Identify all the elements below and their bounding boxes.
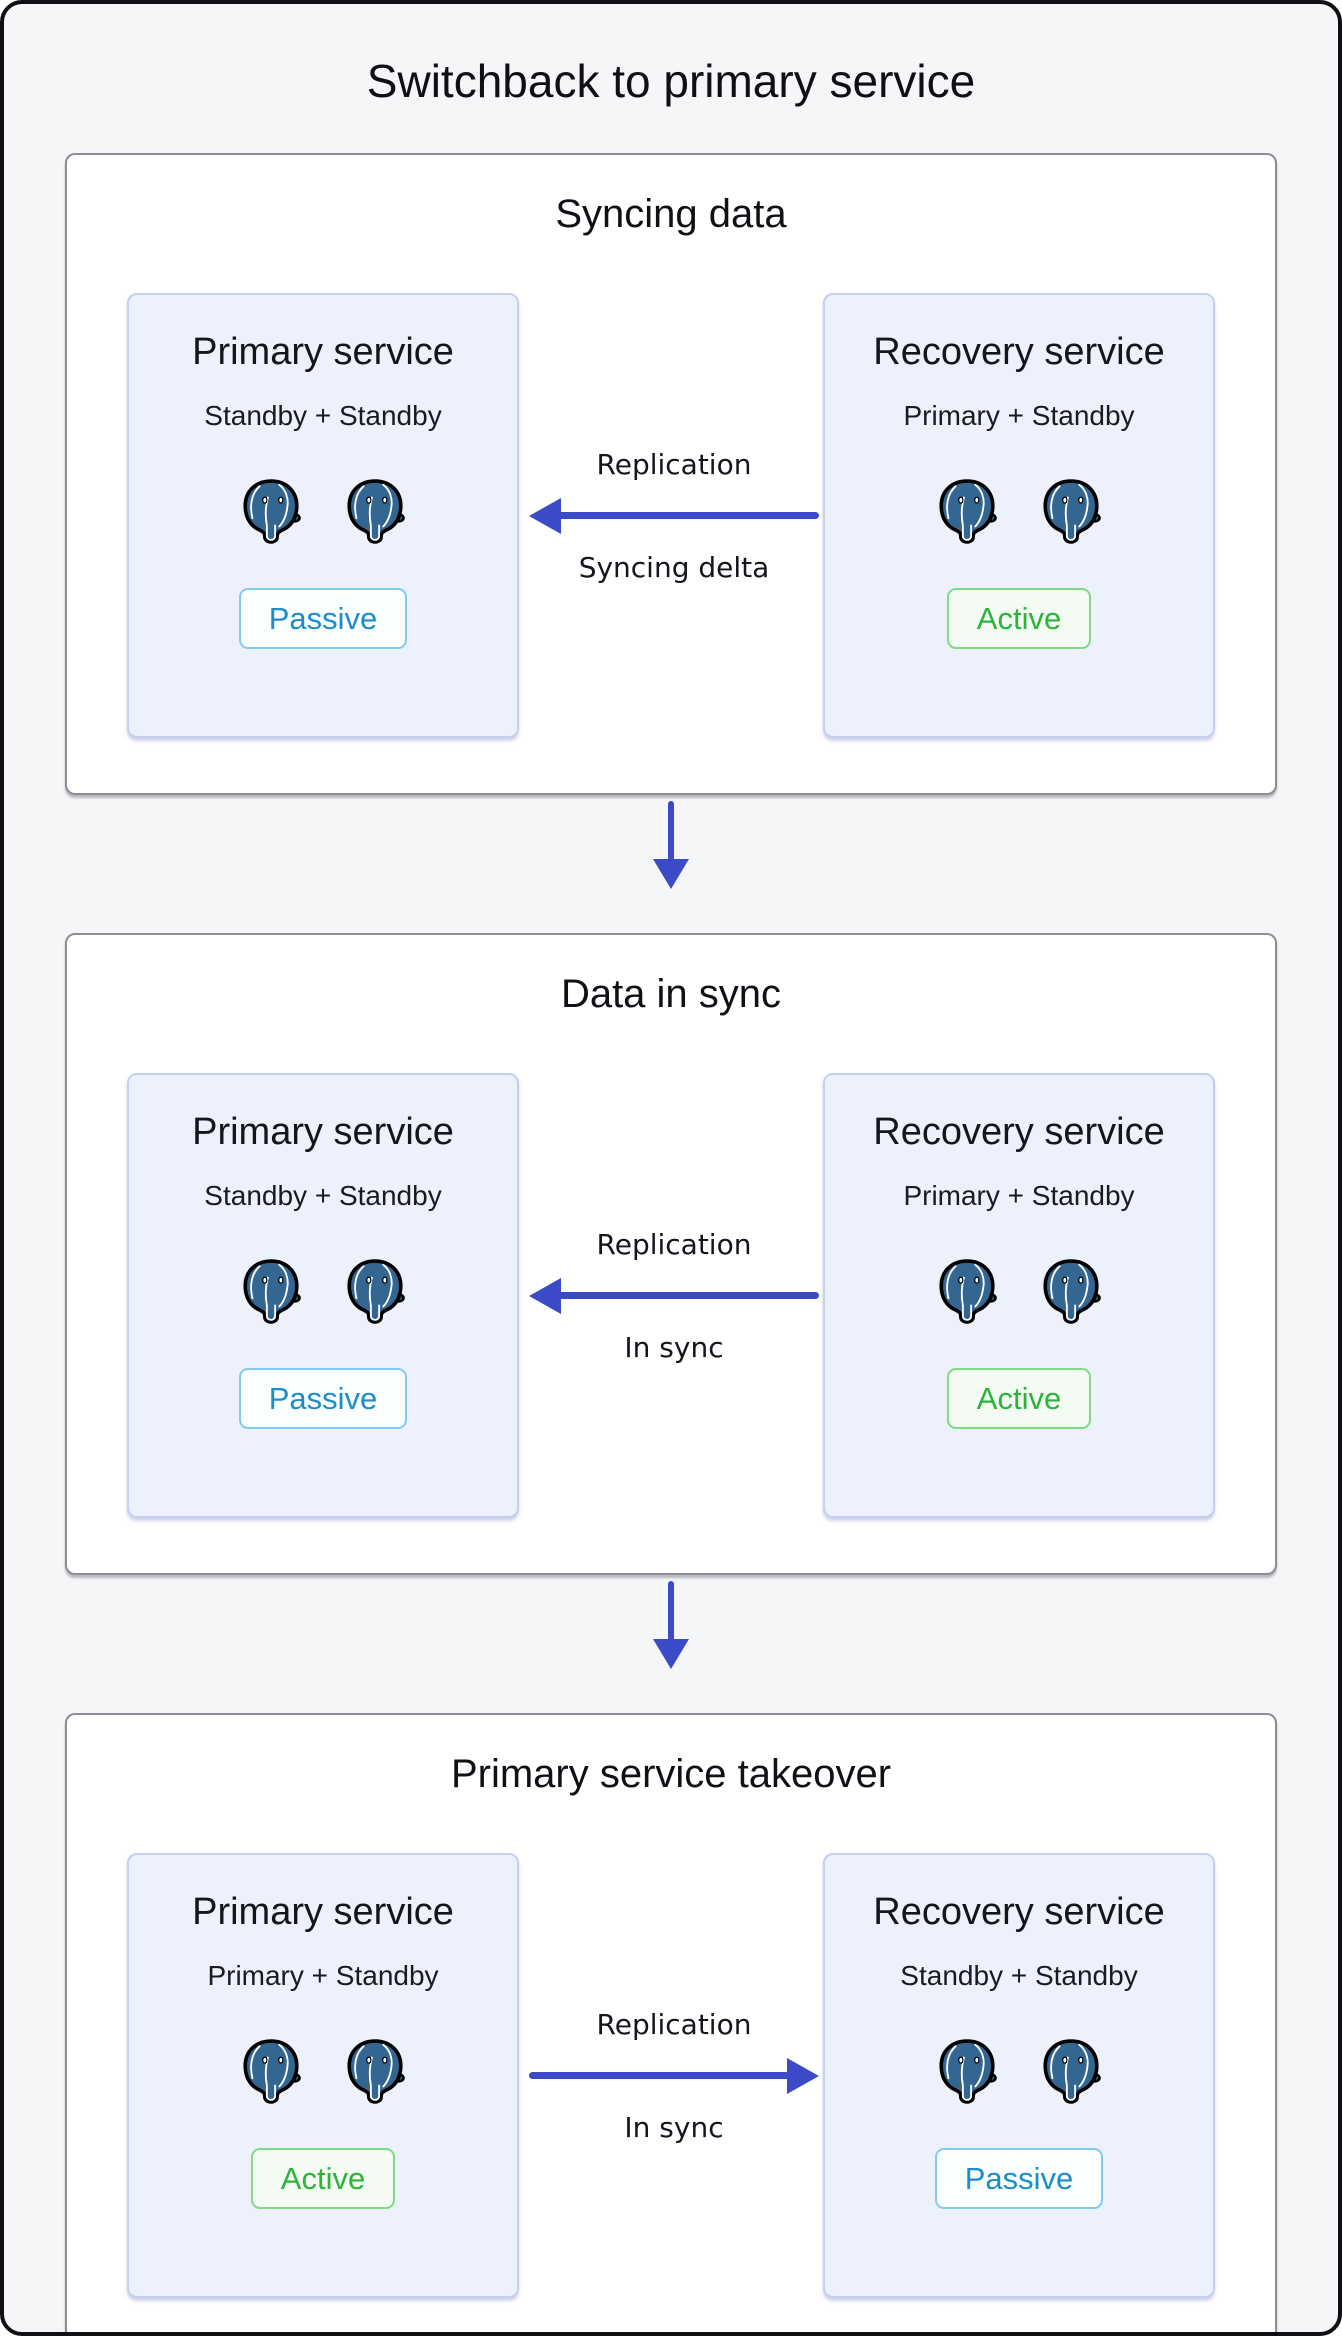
status-badge: Active: [250, 2148, 396, 2210]
status-badge: Passive: [238, 1368, 408, 1430]
replication-flow: Replication Syncing delta: [519, 293, 823, 738]
status-badge: Active: [946, 588, 1092, 650]
flow-down-arrow: [653, 1581, 689, 1670]
database-icons: [238, 2038, 408, 2104]
section-content-row: Primary service Standby + Standby Passiv…: [127, 293, 1215, 739]
card-title: Recovery service: [873, 1111, 1165, 1154]
replication-flow: Replication In sync: [519, 1073, 823, 1518]
card-title: Primary service: [192, 331, 454, 374]
postgresql-elephant-icon: [934, 1258, 1000, 1324]
arrow-head-icon: [529, 1277, 561, 1314]
arrow-head-icon: [653, 859, 689, 890]
arrow-shaft: [557, 1291, 819, 1299]
primary-service-card: Primary service Standby + Standby Passiv…: [127, 293, 519, 739]
arrow-head-icon: [529, 497, 561, 534]
replication-flow: Replication In sync: [519, 1853, 823, 2298]
replication-arrow-right: [529, 2057, 819, 2095]
card-subtitle: Primary + Standby: [903, 400, 1135, 432]
flow-down-arrow: [653, 801, 689, 890]
postgresql-elephant-icon: [934, 2038, 1000, 2104]
card-subtitle: Standby + Standby: [204, 1180, 442, 1212]
postgresql-elephant-icon: [1038, 2038, 1104, 2104]
postgresql-elephant-icon: [1038, 1258, 1104, 1324]
postgresql-elephant-icon: [238, 478, 304, 544]
database-icons: [934, 2038, 1104, 2104]
database-icons: [934, 478, 1104, 544]
page-title: Switchback to primary service: [366, 55, 976, 107]
arrow-shaft: [529, 2071, 791, 2079]
arrow-bottom-label: In sync: [624, 2110, 724, 2144]
postgresql-elephant-icon: [238, 2038, 304, 2104]
primary-service-card: Primary service Standby + Standby Passiv…: [127, 1073, 519, 1519]
status-badge: Passive: [934, 2148, 1104, 2210]
arrow-top-label: Replication: [596, 447, 752, 481]
recovery-service-card: Recovery service Standby + Standby Passi…: [823, 1853, 1215, 2299]
section-syncing-data: Syncing data Primary service Standby + S…: [65, 153, 1277, 796]
section-content-row: Primary service Primary + Standby Active…: [127, 1853, 1215, 2299]
section-title: Data in sync: [560, 972, 782, 1017]
postgresql-elephant-icon: [934, 478, 1000, 544]
card-title: Primary service: [192, 1111, 454, 1154]
database-icons: [238, 1258, 408, 1324]
database-icons: [934, 1258, 1104, 1324]
card-subtitle: Primary + Standby: [207, 1960, 439, 1992]
card-subtitle: Standby + Standby: [204, 400, 442, 432]
status-badge: Passive: [238, 588, 408, 650]
replication-arrow-left: [529, 1277, 819, 1315]
replication-arrow-left: [529, 497, 819, 535]
section-data-in-sync: Data in sync Primary service Standby + S…: [65, 933, 1277, 1576]
arrow-head-icon: [653, 1639, 689, 1670]
card-subtitle: Primary + Standby: [903, 1180, 1135, 1212]
postgresql-elephant-icon: [342, 1258, 408, 1324]
recovery-service-card: Recovery service Primary + Standby Activ…: [823, 293, 1215, 739]
status-badge: Active: [946, 1368, 1092, 1430]
card-title: Recovery service: [873, 331, 1165, 374]
arrow-head-icon: [787, 2057, 819, 2094]
card-subtitle: Standby + Standby: [900, 1960, 1138, 1992]
postgresql-elephant-icon: [342, 478, 408, 544]
section-title: Primary service takeover: [450, 1752, 892, 1797]
database-icons: [238, 478, 408, 544]
section-title: Syncing data: [555, 192, 787, 237]
section-primary-service-takeover: Primary service takeover Primary service…: [65, 1713, 1277, 2332]
primary-service-card: Primary service Primary + Standby Active: [127, 1853, 519, 2299]
arrow-shaft: [668, 801, 674, 862]
arrow-shaft: [557, 511, 819, 519]
arrow-bottom-label: In sync: [624, 1330, 724, 1364]
postgresql-elephant-icon: [1038, 478, 1104, 544]
arrow-bottom-label: Syncing delta: [578, 550, 770, 584]
recovery-service-card: Recovery service Primary + Standby Activ…: [823, 1073, 1215, 1519]
card-title: Recovery service: [873, 1891, 1165, 1934]
arrow-top-label: Replication: [596, 1227, 752, 1261]
postgresql-elephant-icon: [238, 1258, 304, 1324]
postgresql-elephant-icon: [342, 2038, 408, 2104]
card-title: Primary service: [192, 1891, 454, 1934]
arrow-shaft: [668, 1581, 674, 1642]
section-content-row: Primary service Standby + Standby Passiv…: [127, 1073, 1215, 1519]
arrow-top-label: Replication: [596, 2007, 752, 2041]
